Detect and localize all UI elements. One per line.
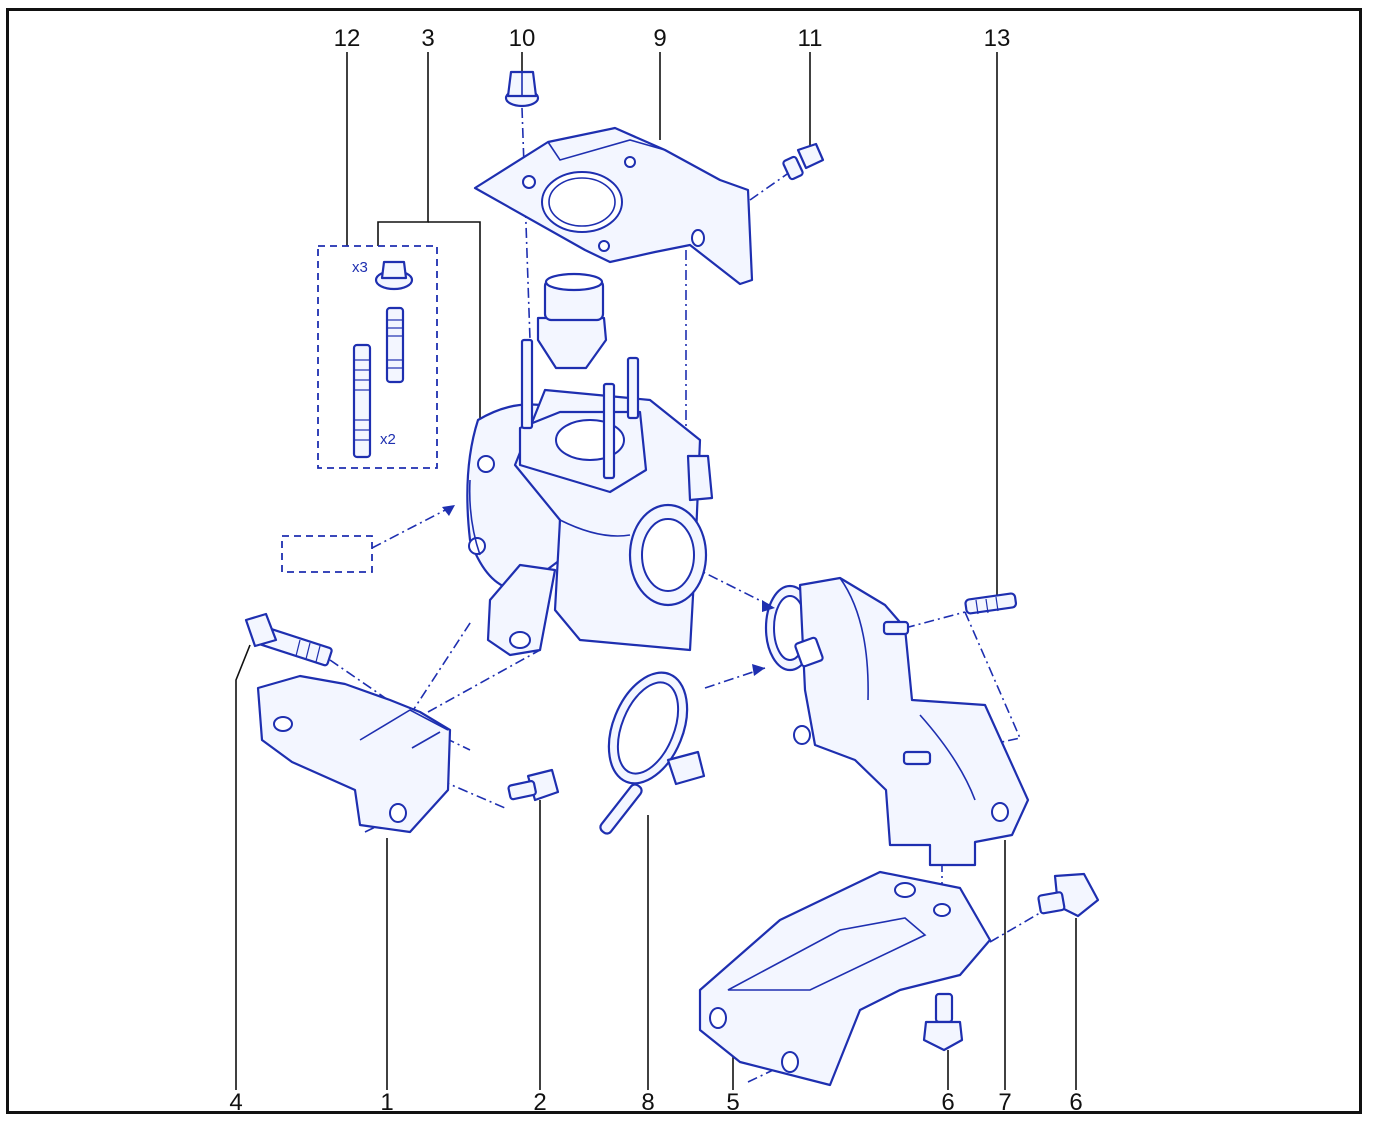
callout-4: 4 xyxy=(229,1089,242,1116)
bolt-11 xyxy=(782,142,825,181)
callout-6-lower: 6 xyxy=(941,1089,954,1116)
callout-12: 12 xyxy=(334,25,361,52)
callout-2: 2 xyxy=(533,1089,546,1116)
bolt-2 xyxy=(507,768,560,802)
callout-6-right: 6 xyxy=(1069,1089,1082,1116)
turbocharger-3 xyxy=(466,272,714,657)
callout-1: 1 xyxy=(380,1089,393,1116)
callout-9: 9 xyxy=(653,25,666,52)
clamp-8 xyxy=(599,671,706,835)
diagram-frame xyxy=(6,8,1362,1114)
leader-3 xyxy=(377,52,429,246)
bolt-6-lower xyxy=(922,992,964,1052)
arrow-head-icon xyxy=(762,600,775,612)
nut-10 xyxy=(504,70,540,108)
kit-dashed-box xyxy=(317,245,438,469)
callout-11: 11 xyxy=(798,25,823,52)
leader-4 xyxy=(235,644,251,1090)
callout-3: 3 xyxy=(421,25,434,52)
callout-5: 5 xyxy=(726,1089,739,1116)
stud-quantity-label: x2 xyxy=(380,431,396,448)
leader-3-turbo xyxy=(428,221,481,420)
kit-stud-long-icon xyxy=(352,343,372,459)
callout-13: 13 xyxy=(984,25,1011,52)
stud-13 xyxy=(964,592,1018,615)
bolt-6-right xyxy=(1037,872,1100,918)
arrow-head-icon xyxy=(442,505,455,516)
callout-10: 10 xyxy=(509,25,536,52)
bracket-5 xyxy=(698,870,992,1087)
nut-quantity-label: x3 xyxy=(352,259,368,276)
heat-shield-9 xyxy=(473,126,754,286)
bolt-4 xyxy=(244,612,333,667)
reference-dashed-box xyxy=(281,535,373,573)
arrow-head-icon xyxy=(752,664,765,676)
kit-nut-icon xyxy=(380,260,408,280)
stud-and-nut-kit: x3 x2 xyxy=(317,245,438,469)
leader-lines xyxy=(235,52,1077,1090)
callout-8: 8 xyxy=(641,1089,654,1116)
exhaust-elbow-7 xyxy=(764,576,1030,867)
bracket-1 xyxy=(256,674,452,834)
callout-7: 7 xyxy=(998,1089,1011,1116)
kit-stud-short-icon xyxy=(385,306,405,384)
